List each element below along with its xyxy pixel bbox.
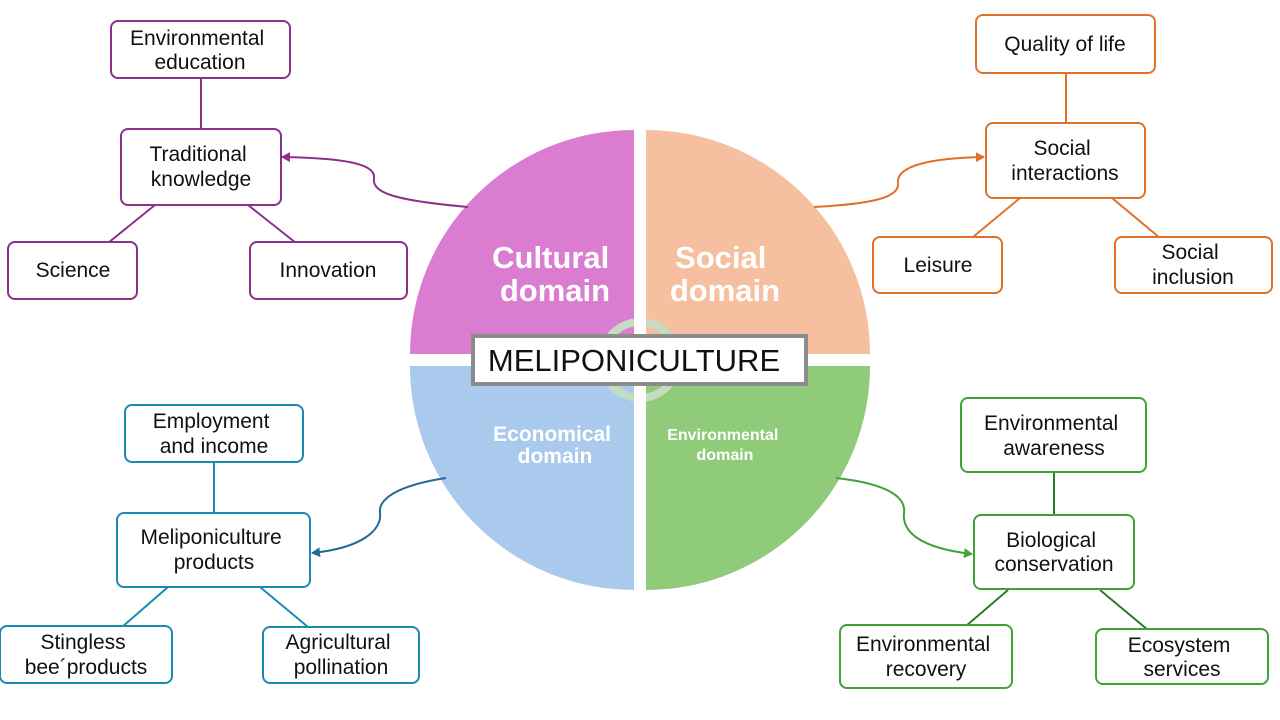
- economical-domain-quadrant: [410, 366, 634, 590]
- science-label: Science: [36, 259, 111, 282]
- cultural-domain-label: Cultural domain: [492, 240, 618, 308]
- economical-domain-label: Economical domain: [493, 423, 617, 468]
- stingless-bee-products-label: Stingless bee´products: [25, 631, 148, 679]
- stingless-bee-products-box: [0, 625, 173, 684]
- environmental-domain-line-1: Environmental: [667, 427, 778, 444]
- economical-domain-line-1: Economical: [493, 423, 611, 446]
- social-inclusion-label: Social inclusion: [1152, 241, 1234, 289]
- leisure-label: Leisure: [904, 254, 973, 277]
- cultural-domain-line-1: Cultural: [492, 240, 609, 275]
- employment-income-box: [124, 404, 304, 463]
- environmental-awareness-box: [960, 397, 1147, 473]
- center-title: MELIPONICULTURE: [488, 343, 780, 378]
- agricultural-pollination-label: Agricultural pollination: [286, 631, 397, 679]
- environmental-boxes: [839, 397, 1269, 689]
- meliponiculture-products-label: Meliponiculture products: [140, 526, 287, 574]
- cultural-connector-arrow: [281, 152, 469, 208]
- social-domain-label: Social domain: [670, 240, 780, 308]
- center-title-box: [471, 334, 808, 386]
- social-connector-arrow: [813, 152, 985, 208]
- environmental-education-label: Environmental education: [130, 27, 270, 74]
- employment-income-label: Employment and income: [153, 410, 276, 458]
- environmental-recovery-box: [839, 624, 1013, 689]
- social-inclusion-box: [1114, 236, 1273, 294]
- quality-of-life-box: [975, 14, 1156, 74]
- quality-of-life-label: Quality of life: [1004, 33, 1125, 56]
- biological-conservation-box: [973, 514, 1135, 590]
- environmental-education-box: [110, 20, 291, 79]
- social-boxes: [872, 14, 1273, 294]
- environmental-domain-line-2: domain: [697, 447, 754, 464]
- cultural-domain-quadrant: [410, 130, 634, 354]
- economical-cluster: [121, 463, 309, 628]
- social-cluster: [813, 74, 1161, 239]
- social-domain-line-2: domain: [670, 273, 780, 308]
- social-interactions-box: [985, 122, 1146, 199]
- ecosystem-services-box: [1095, 628, 1269, 685]
- innovation-box: [249, 241, 408, 300]
- meliponiculture-products-box: [116, 512, 311, 588]
- traditional-knowledge-box: [120, 128, 282, 206]
- social-interactions-label: Social interactions: [1011, 137, 1118, 185]
- economical-connector-arrow: [311, 477, 447, 558]
- cultural-cluster: [107, 79, 469, 244]
- environmental-recovery-label: Environmental recovery: [856, 633, 996, 681]
- environmental-connector-arrow: [835, 477, 973, 559]
- social-domain-line-1: Social: [675, 240, 766, 275]
- traditional-knowledge-label: Traditional knowledge: [149, 143, 252, 191]
- economical-domain-line-2: domain: [518, 445, 593, 468]
- innovation-label: Innovation: [280, 259, 377, 282]
- environmental-domain-label: Environmental domain: [667, 427, 783, 464]
- ecosystem-services-label: Ecosystem services: [1128, 634, 1237, 681]
- science-box: [7, 241, 138, 300]
- agricultural-pollination-box: [262, 626, 420, 684]
- cultural-boxes: [7, 20, 408, 300]
- environmental-cluster: [965, 473, 1149, 631]
- biological-conservation-label: Biological conservation: [994, 529, 1113, 576]
- leisure-box: [872, 236, 1003, 294]
- social-domain-quadrant: [646, 130, 870, 354]
- environmental-awareness-label: Environmental awareness: [984, 412, 1124, 460]
- economical-boxes: [0, 404, 420, 684]
- environmental-domain-quadrant: [646, 366, 870, 590]
- cultural-domain-line-2: domain: [500, 273, 610, 308]
